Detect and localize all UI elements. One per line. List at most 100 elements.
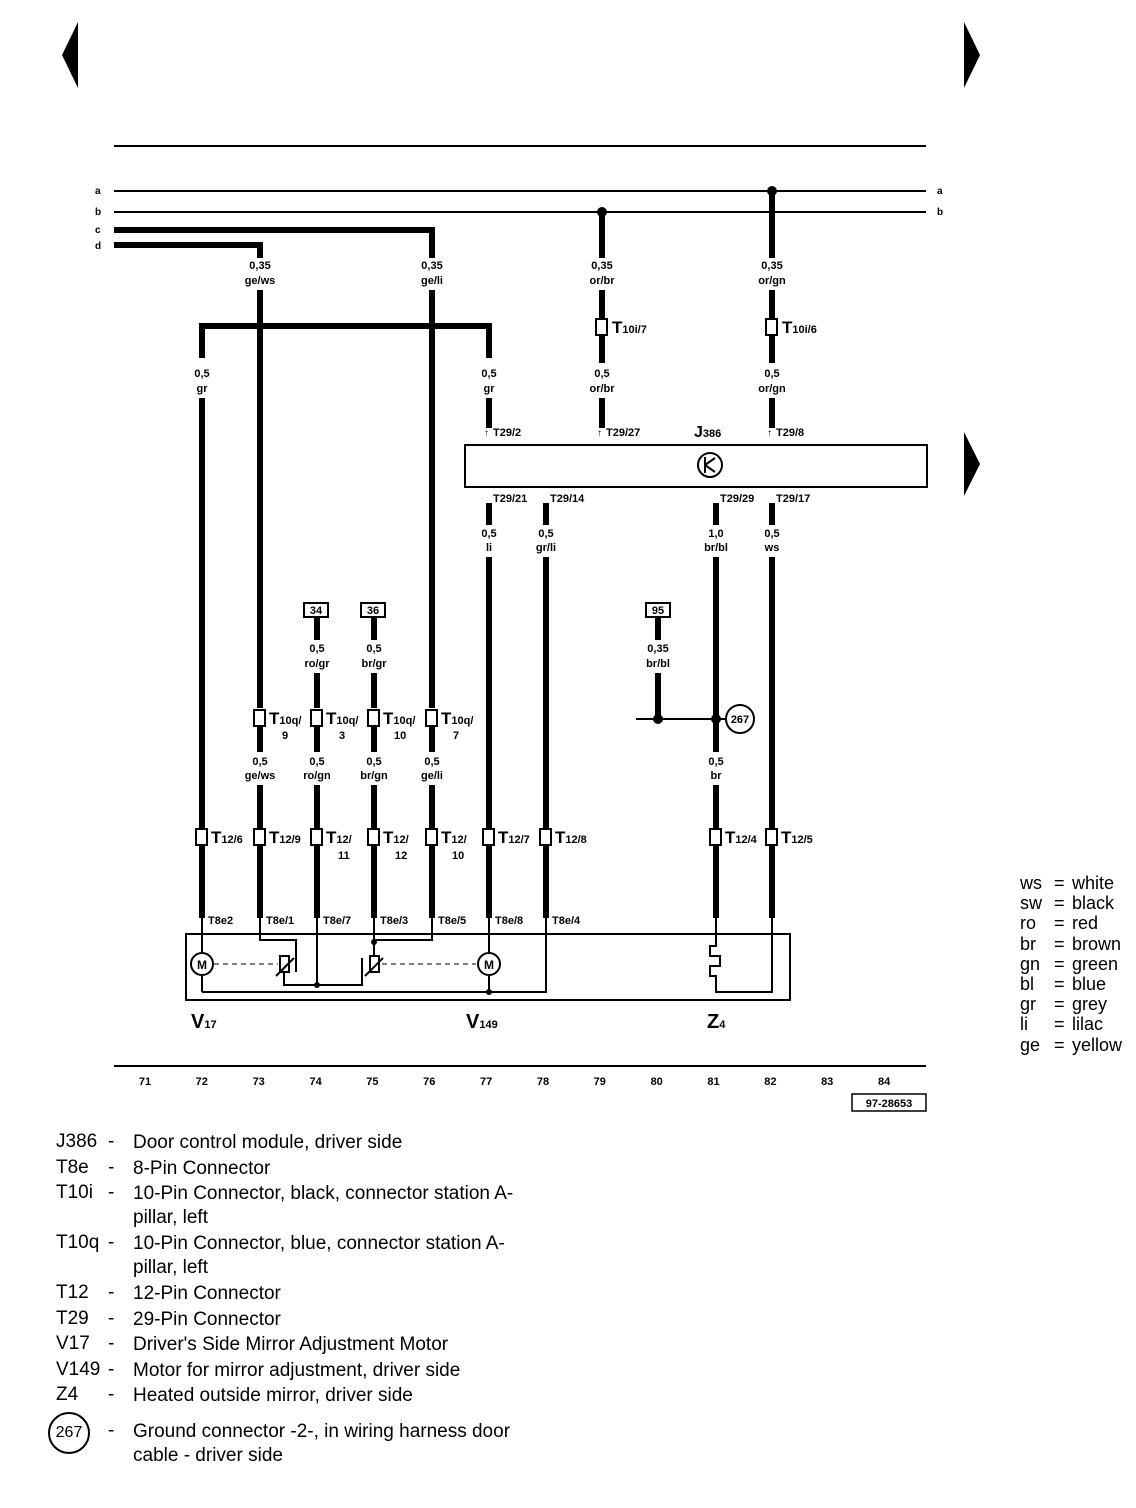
pin-label: T29/8 bbox=[776, 427, 804, 439]
svg-text:gr: gr bbox=[197, 383, 209, 395]
column-number: 84 bbox=[878, 1076, 891, 1088]
svg-text:0,5: 0,5 bbox=[481, 528, 496, 540]
svg-text:or/gn: or/gn bbox=[758, 275, 786, 287]
svg-text:ge/li: ge/li bbox=[421, 770, 443, 782]
svg-text:or/br: or/br bbox=[589, 275, 615, 287]
legend-row: gr=grey bbox=[1020, 994, 1108, 1015]
svg-text:1,0: 1,0 bbox=[708, 528, 723, 540]
svg-text:T10q/: T10q/ bbox=[441, 709, 473, 728]
bus-label-d: d bbox=[95, 241, 101, 252]
bus-label-c: c bbox=[95, 225, 101, 236]
legend-row: ws=white bbox=[1020, 873, 1115, 893]
motor-v17-icon: M bbox=[190, 952, 214, 976]
svg-text:br/bl: br/bl bbox=[646, 658, 670, 670]
svg-text:T8e/5: T8e/5 bbox=[438, 915, 466, 927]
t10i-label: T10i/7 bbox=[612, 318, 647, 337]
transistor-icon bbox=[697, 452, 723, 478]
t10i-label: T10i/6 bbox=[782, 318, 817, 337]
svg-text:0,5: 0,5 bbox=[424, 756, 439, 768]
pin-label: T29/29 bbox=[720, 493, 754, 505]
svg-text:0,5: 0,5 bbox=[594, 368, 609, 380]
svg-text:11: 11 bbox=[338, 850, 350, 862]
column-number: 73 bbox=[253, 1076, 265, 1088]
svg-text:M: M bbox=[197, 958, 207, 972]
svg-text:li: li bbox=[486, 542, 492, 554]
column-number: 76 bbox=[423, 1076, 435, 1088]
svg-text:T12/9: T12/9 bbox=[269, 828, 301, 847]
svg-text:0,5: 0,5 bbox=[309, 643, 324, 655]
svg-text:↑: ↑ bbox=[767, 428, 772, 439]
svg-text:0,5: 0,5 bbox=[708, 756, 723, 768]
svg-text:ge/li: ge/li bbox=[421, 275, 443, 287]
t10q-connectors: T10q/ 9 T10q/ 3 T10q/ 10 T10q/ 7 bbox=[253, 709, 473, 742]
column-number: 72 bbox=[196, 1076, 208, 1088]
wires bbox=[199, 191, 775, 918]
svg-text:br: br bbox=[711, 770, 723, 782]
svg-text:3: 3 bbox=[339, 730, 345, 742]
svg-text:10: 10 bbox=[452, 850, 464, 862]
svg-text:7: 7 bbox=[453, 730, 459, 742]
svg-text:T12/: T12/ bbox=[383, 828, 409, 847]
svg-text:↑: ↑ bbox=[597, 428, 602, 439]
figure-code-box bbox=[851, 1093, 927, 1112]
column-number: 77 bbox=[480, 1076, 492, 1088]
component-v149: V149 bbox=[466, 1011, 498, 1033]
legend-row: gn=green bbox=[1020, 953, 1119, 974]
t12-connectors: T12/6 T12/9 T12/ 11 T12/ 12 T12/ 10 T12/… bbox=[195, 828, 813, 862]
svg-text:T12/: T12/ bbox=[441, 828, 467, 847]
t10i-connectors: T10i/7 T10i/6 bbox=[595, 318, 817, 337]
wire-labels: 0,35 ge/ws 0,35 ge/li 0,35 or/br 0,35 or… bbox=[194, 260, 786, 782]
legend-row: ro=red bbox=[1020, 913, 1099, 934]
figure-code: 97-28653 bbox=[866, 1098, 913, 1110]
bus-lines bbox=[114, 190, 926, 256]
svg-text:br/bl: br/bl bbox=[704, 542, 728, 554]
svg-text:ge/ws: ge/ws bbox=[245, 770, 276, 782]
heater-z4-icon bbox=[709, 918, 773, 993]
svg-text:ro/gn: ro/gn bbox=[303, 770, 331, 782]
svg-text:ro/gr: ro/gr bbox=[304, 658, 330, 670]
bus-label-a-right: a bbox=[937, 186, 943, 197]
motor-v149-icon: M bbox=[477, 952, 501, 976]
continuation-arrow[interactable] bbox=[964, 432, 980, 496]
pin-label: T29/2 bbox=[493, 427, 521, 439]
svg-text:T8e2: T8e2 bbox=[208, 915, 233, 927]
pin-label: T29/14 bbox=[550, 493, 585, 505]
pin-label: T29/17 bbox=[776, 493, 810, 505]
svg-text:T8e/8: T8e/8 bbox=[495, 915, 523, 927]
svg-text:T8e/1: T8e/1 bbox=[266, 915, 294, 927]
color-legend: ws=white sw=black ro=red br=brown gn=gre… bbox=[1020, 873, 1136, 1055]
svg-text:br/gn: br/gn bbox=[360, 770, 388, 782]
t29-top-pins: T29/2 T29/27 T29/8 ↑ ↑ ↑ bbox=[484, 427, 804, 439]
svg-text:br/gr: br/gr bbox=[361, 658, 387, 670]
svg-text:gr: gr bbox=[484, 383, 496, 395]
svg-text:0,35: 0,35 bbox=[591, 260, 612, 272]
svg-text:T8e/3: T8e/3 bbox=[380, 915, 408, 927]
component-z4: Z4 bbox=[707, 1011, 726, 1033]
column-number: 78 bbox=[537, 1076, 549, 1088]
svg-text:T12/5: T12/5 bbox=[781, 828, 813, 847]
svg-text:0,35: 0,35 bbox=[421, 260, 442, 272]
svg-text:0,5: 0,5 bbox=[538, 528, 553, 540]
svg-text:0,5: 0,5 bbox=[309, 756, 324, 768]
column-number: 74 bbox=[309, 1076, 322, 1088]
svg-text:T10q/: T10q/ bbox=[383, 709, 415, 728]
ref-95: 95 bbox=[652, 605, 664, 617]
page-prev-arrow[interactable] bbox=[62, 22, 78, 88]
svg-text:T12/: T12/ bbox=[326, 828, 352, 847]
pin-label: T29/27 bbox=[606, 427, 640, 439]
bus-label-b-right: b bbox=[937, 207, 943, 218]
svg-text:or/br: or/br bbox=[589, 383, 615, 395]
svg-text:T12/7: T12/7 bbox=[498, 828, 530, 847]
ground-connector-267[interactable]: 267 bbox=[725, 704, 755, 734]
j386-module[interactable] bbox=[464, 444, 928, 488]
svg-text:267: 267 bbox=[731, 714, 749, 726]
bus-label-a: a bbox=[95, 186, 101, 197]
page-next-arrow[interactable] bbox=[964, 22, 980, 88]
potentiometer-icon bbox=[275, 955, 384, 977]
legend-row: sw=black bbox=[1020, 893, 1115, 914]
svg-text:ws: ws bbox=[764, 542, 780, 554]
svg-text:0,5: 0,5 bbox=[194, 368, 209, 380]
svg-text:ge/ws: ge/ws bbox=[245, 275, 276, 287]
